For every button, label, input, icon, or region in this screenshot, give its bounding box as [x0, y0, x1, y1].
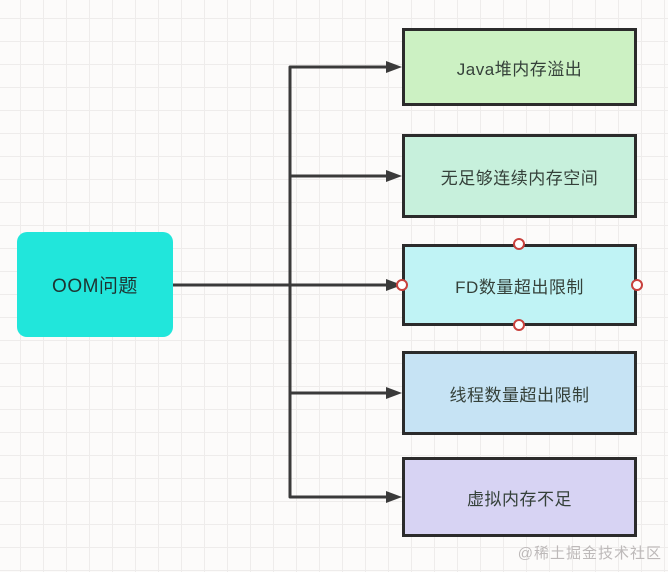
watermark: @稀土掘金技术社区 [517, 545, 662, 562]
node-java-heap-overflow[interactable]: Java堆内存溢出 [402, 28, 637, 106]
arrowhead-node-5[interactable] [386, 491, 402, 503]
selection-handle-left[interactable] [396, 279, 408, 291]
arrowhead-node-3[interactable] [386, 279, 402, 291]
connector-trunk[interactable] [288, 65, 388, 499]
arrowhead-node-2[interactable] [386, 170, 402, 182]
node-virtual-memory-insufficient[interactable]: 虚拟内存不足 [402, 457, 637, 537]
node-label: 虚拟内存不足 [467, 489, 572, 509]
arrowhead-node-4[interactable] [386, 387, 402, 399]
node-thread-limit-exceeded[interactable]: 线程数量超出限制 [402, 351, 637, 435]
node-oom-root[interactable]: OOM问题 [17, 232, 173, 337]
node-label: 无足够连续内存空间 [440, 168, 599, 188]
node-label: Java堆内存溢出 [456, 59, 583, 79]
node-no-contiguous-memory[interactable]: 无足够连续内存空间 [402, 134, 637, 218]
node-fd-limit-exceeded[interactable]: FD数量超出限制 [402, 244, 637, 326]
node-label: FD数量超出限制 [455, 277, 584, 297]
arrowhead-node-1[interactable] [386, 61, 402, 73]
node-label: OOM问题 [52, 276, 138, 297]
selection-handle-top[interactable] [513, 238, 525, 250]
selection-handle-right[interactable] [631, 279, 643, 291]
node-label: 线程数量超出限制 [449, 385, 590, 405]
selection-handle-bottom[interactable] [513, 319, 525, 331]
